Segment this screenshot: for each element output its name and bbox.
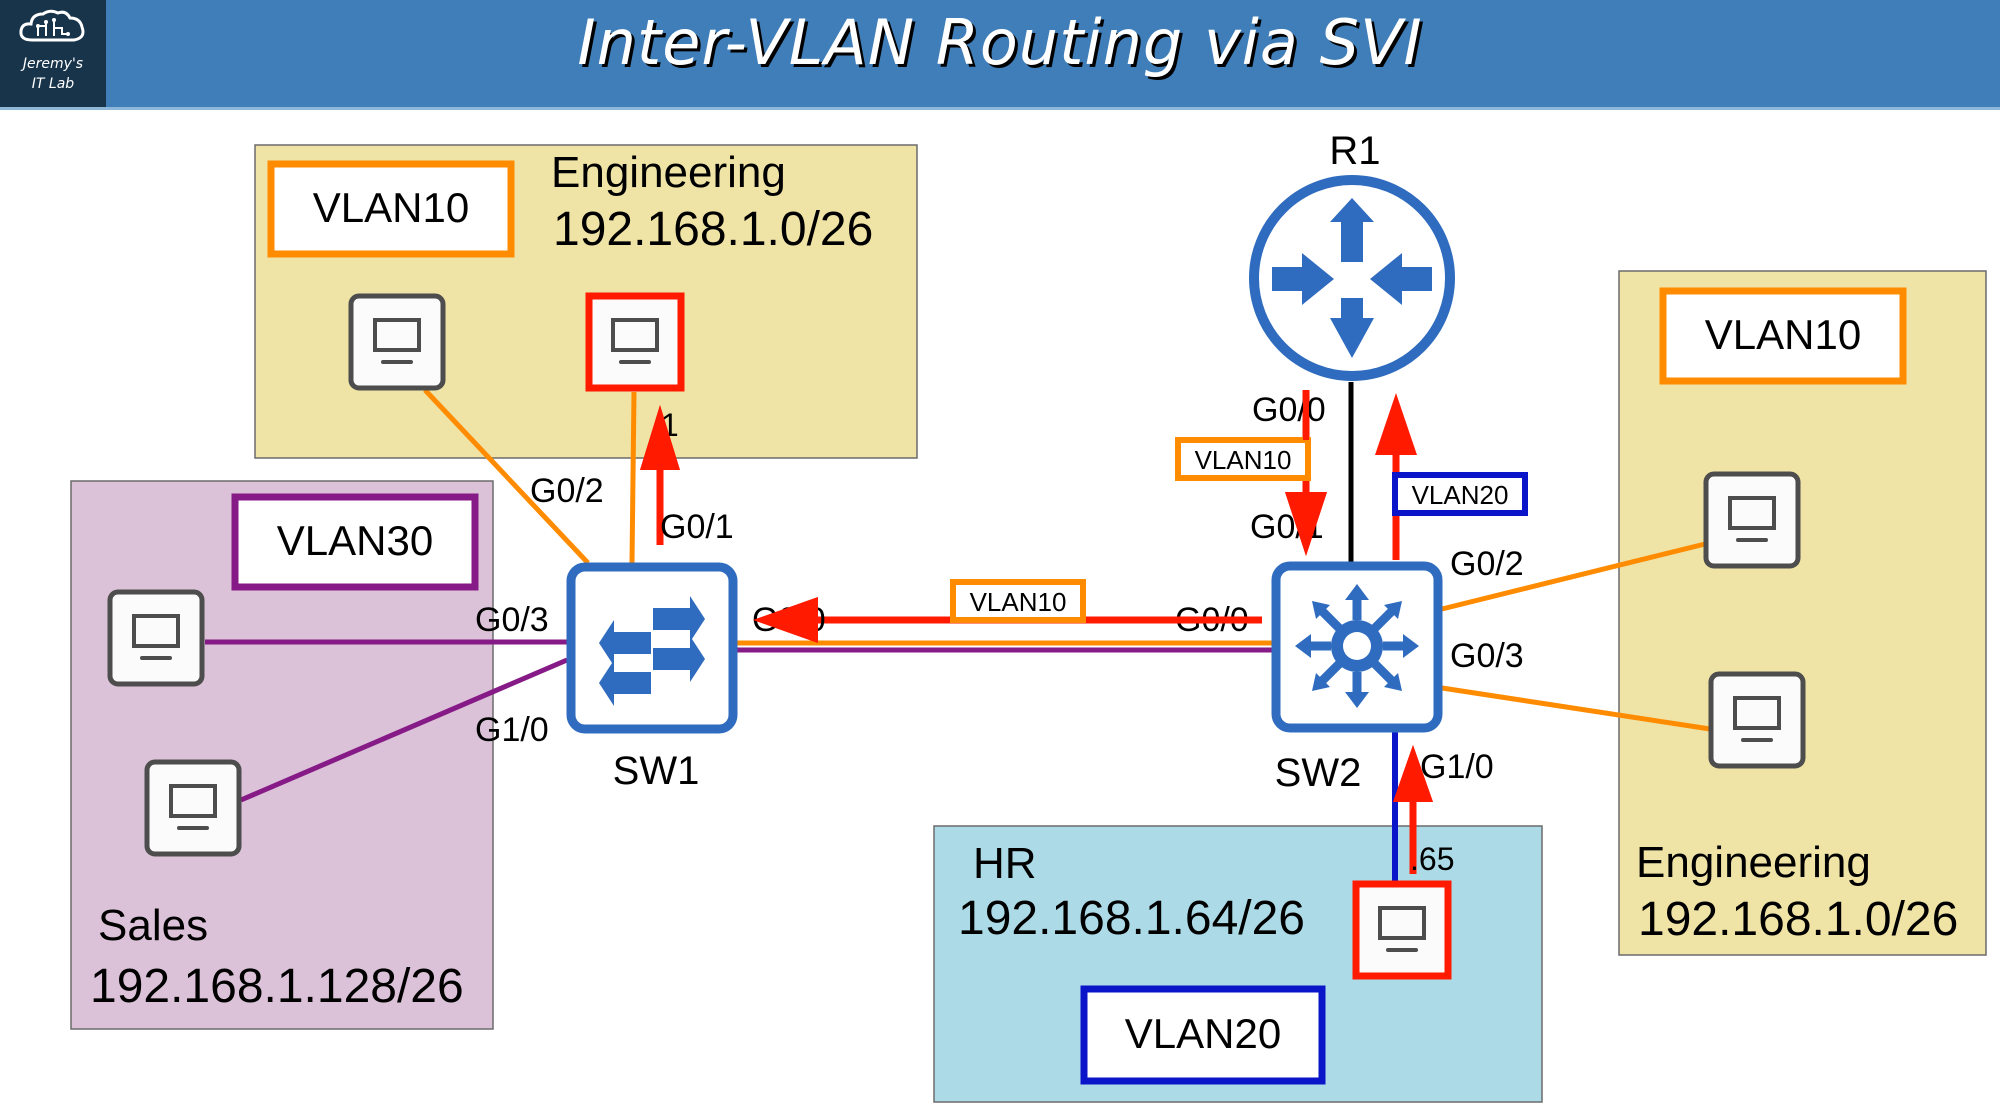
svg-text:VLAN10: VLAN10	[1705, 311, 1861, 358]
pc-icon	[1706, 474, 1798, 566]
flow-tag-r1-down: VLAN10	[1175, 437, 1311, 481]
eng-right-network: 192.168.1.0/26	[1638, 893, 1958, 946]
vlan-label-hr: VLAN20	[1080, 985, 1326, 1085]
svg-text:VLAN10: VLAN10	[970, 587, 1067, 617]
pc-icon	[1711, 674, 1803, 766]
link-sw1-sales-pc2	[240, 657, 568, 803]
flow-arrow-r1-to-sw2-head-overlay	[1285, 492, 1327, 556]
svg-text:VLAN20: VLAN20	[1412, 480, 1509, 510]
logo-text-line1: Jeremy's	[22, 56, 84, 72]
flow-tag-r1-up: VLAN20	[1392, 472, 1528, 516]
pc-sales-2[interactable]	[147, 762, 239, 854]
r1-label: R1	[1329, 129, 1380, 173]
links	[205, 382, 1711, 884]
link-sw2-eng-pc2	[1441, 685, 1711, 732]
eng-top-name: Engineering	[551, 148, 786, 197]
title-bar: Jeremy's IT Lab Inter-VLAN Routing via S…	[0, 0, 2000, 110]
svg-text:VLAN30: VLAN30	[277, 517, 433, 564]
page-title: Inter-VLAN Routing via SVI	[577, 6, 1423, 79]
pc-icon	[351, 296, 443, 388]
switch-sw1[interactable]: SW1	[566, 562, 738, 793]
pc-eng-right-1[interactable]	[1706, 474, 1798, 566]
host-address-hr-pc: .65	[1410, 841, 1454, 877]
eng-top-network: 192.168.1.0/26	[553, 203, 873, 256]
port-label-r1-g0-0: G0/0	[1252, 391, 1326, 429]
pc-eng-top-1[interactable]	[351, 296, 443, 388]
pc-eng-top-2[interactable]	[585, 292, 685, 392]
multilayer-switch-icon	[1295, 584, 1419, 708]
layer2-switch-icon	[599, 596, 705, 706]
flow-arrow-eng-pc2-to-sw1-head-overlay	[640, 405, 680, 470]
pc-hr[interactable]	[1352, 880, 1452, 980]
hr-network: 192.168.1.64/26	[958, 892, 1305, 945]
sw2-label: SW2	[1275, 751, 1362, 795]
pc-sales-1[interactable]	[110, 592, 202, 684]
logo-text-line2: IT Lab	[31, 76, 75, 92]
logo: Jeremy's IT Lab	[0, 0, 106, 107]
svg-text:VLAN10: VLAN10	[313, 184, 469, 231]
svg-text:VLAN10: VLAN10	[1195, 445, 1292, 475]
eng-right-name: Engineering	[1636, 838, 1871, 887]
link-sw1-eng-pc1	[423, 388, 590, 565]
link-sw2-eng-pc1	[1441, 541, 1706, 612]
flow-arrow-hr-pc-to-sw2-head-overlay	[1393, 745, 1433, 802]
vlan-label-eng-right: VLAN10	[1659, 287, 1907, 385]
svg-text:VLAN20: VLAN20	[1125, 1010, 1281, 1057]
sales-name: Sales	[98, 901, 208, 950]
pc-eng-right-2[interactable]	[1711, 674, 1803, 766]
vlan-label-eng-top: VLAN10	[267, 160, 515, 258]
pc-icon	[611, 318, 659, 364]
subnet-engineering-right	[1618, 270, 1987, 956]
port-label-sw1-g0-2: G0/2	[530, 472, 604, 510]
vlan-label-sales: VLAN30	[231, 493, 479, 591]
port-label-sw1-g1-0: G1/0	[475, 711, 549, 749]
router-icon	[1272, 198, 1432, 358]
port-label-sw1-g0-1: G0/1	[660, 508, 734, 546]
flow-arrow-sw2-to-r1-head	[1375, 393, 1417, 455]
pc-icon	[110, 592, 202, 684]
pc-icon	[147, 762, 239, 854]
hr-name: HR	[973, 839, 1037, 888]
switch-sw2[interactable]: SW2	[1271, 561, 1443, 795]
port-label-sw1-g0-3: G0/3	[475, 601, 549, 639]
port-label-sw2-g1-0: G1/0	[1420, 748, 1494, 786]
link-sw1-eng-pc2	[629, 391, 637, 564]
sw1-label: SW1	[613, 749, 700, 793]
port-label-sw2-g0-3: G0/3	[1450, 637, 1524, 675]
pc-icon	[1378, 906, 1426, 952]
router-r1[interactable]: R1	[1249, 129, 1455, 381]
flow-tag-trunk: VLAN10	[950, 579, 1086, 623]
cloud-circuit-icon	[19, 9, 85, 42]
port-label-sw2-g0-2: G0/2	[1450, 545, 1524, 583]
sales-network: 192.168.1.128/26	[90, 960, 464, 1013]
flow-arrow-sw2-to-sw1-head-overlay	[753, 597, 818, 643]
